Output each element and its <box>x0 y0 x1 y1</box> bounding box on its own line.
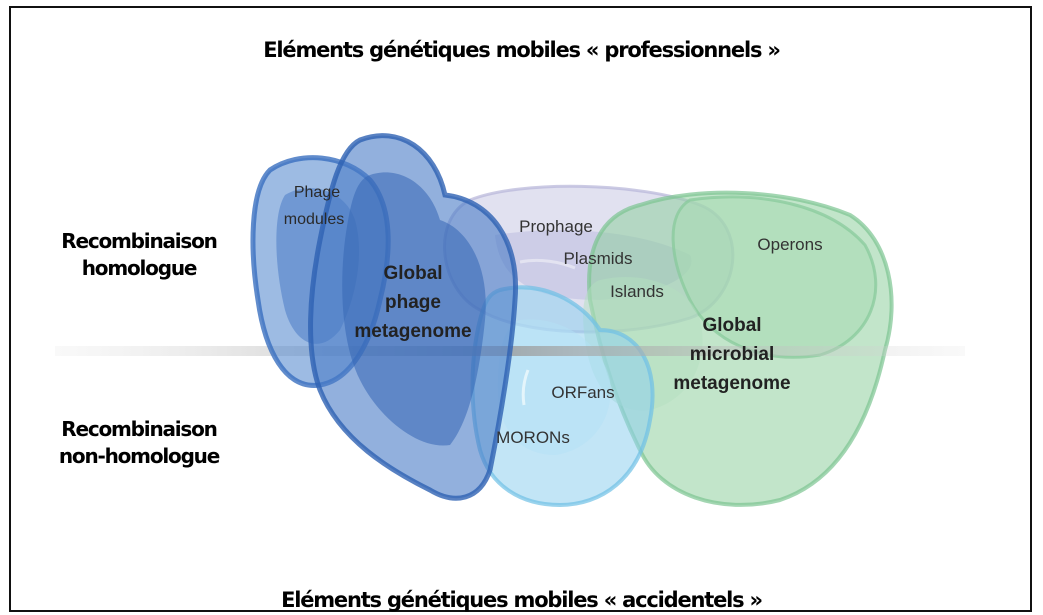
side-label-line: non-homologue <box>58 444 220 468</box>
side-label-line: Recombinaison <box>61 229 218 253</box>
global-microbial-label: metagenome <box>673 373 790 394</box>
plasmids-label: Plasmids <box>564 249 633 268</box>
phage-modules-label: Phage <box>294 184 340 201</box>
bottom-title: Eléments génétiques mobiles « accidentel… <box>281 588 763 612</box>
overlap-accent <box>519 258 576 270</box>
top-title: Eléments génétiques mobiles « profession… <box>263 38 781 62</box>
prophage-label: Prophage <box>519 217 593 236</box>
operons-label: Operons <box>757 235 822 254</box>
global-microbial-label: microbial <box>690 344 774 365</box>
side-label-line: Recombinaison <box>61 417 218 441</box>
side-label-non-homologous: Recombinaison non-homologue <box>34 416 244 470</box>
overlap-accent <box>521 369 530 406</box>
side-label-homologous: Recombinaison homologue <box>34 228 244 282</box>
global-phage-label: phage <box>385 292 441 313</box>
islands-label: Islands <box>610 282 664 301</box>
global-phage-label: metagenome <box>354 321 471 342</box>
morons-label: MORONs <box>496 428 570 447</box>
global-phage-label: Global <box>383 263 442 284</box>
side-label-line: homologue <box>81 256 198 280</box>
phage-modules-label: modules <box>284 211 344 228</box>
global-microbial-label: Global <box>702 315 761 336</box>
phage-metagenome-blob <box>308 133 519 501</box>
orfans-label: ORFans <box>551 383 614 402</box>
